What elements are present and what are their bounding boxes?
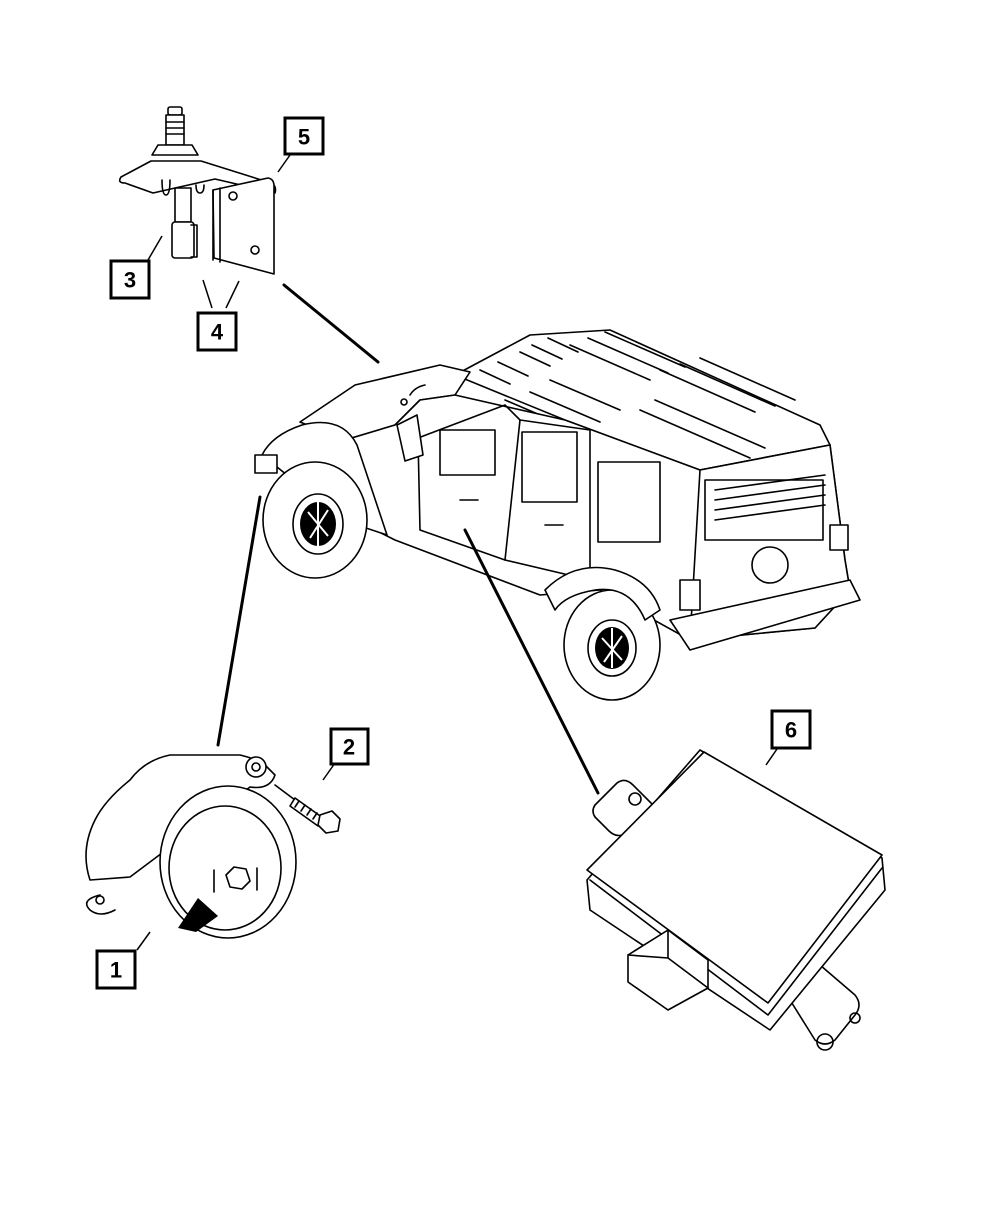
- leader-callout-5: [277, 154, 291, 173]
- callout-label: 4: [211, 320, 224, 345]
- hood-switch-bracket-assembly: [118, 106, 277, 275]
- callout-label: 1: [110, 958, 122, 983]
- callout-6[interactable]: 6: [770, 709, 812, 750]
- leader-callout-4b: [225, 280, 240, 309]
- bolt-illustration: [274, 784, 341, 834]
- callout-label: 3: [124, 268, 136, 293]
- callout-label: 2: [343, 735, 355, 760]
- callout-3[interactable]: 3: [109, 259, 151, 300]
- vehicle-illustration: [254, 329, 861, 701]
- leader-lines: [136, 154, 778, 951]
- leader-callout-2: [322, 762, 336, 781]
- callout-label: 5: [298, 125, 310, 150]
- callout-label: 6: [785, 718, 797, 743]
- leader-callout-3: [147, 235, 163, 261]
- leader-callout-1: [136, 931, 151, 951]
- leader-callout-6: [765, 748, 778, 766]
- leader-bracket-to-vehicle: [282, 283, 380, 364]
- leader-siren-to-vehicle: [216, 495, 262, 747]
- siren-assembly-illustration: [85, 754, 297, 939]
- leader-module-to-vehicle: [463, 528, 600, 795]
- leader-callout-4a: [202, 279, 213, 309]
- callout-1[interactable]: 1: [95, 949, 137, 990]
- control-module-illustration: [586, 749, 886, 1051]
- callout-2[interactable]: 2: [329, 727, 370, 766]
- callout-5[interactable]: 5: [283, 116, 325, 156]
- callout-4[interactable]: 4: [196, 311, 238, 352]
